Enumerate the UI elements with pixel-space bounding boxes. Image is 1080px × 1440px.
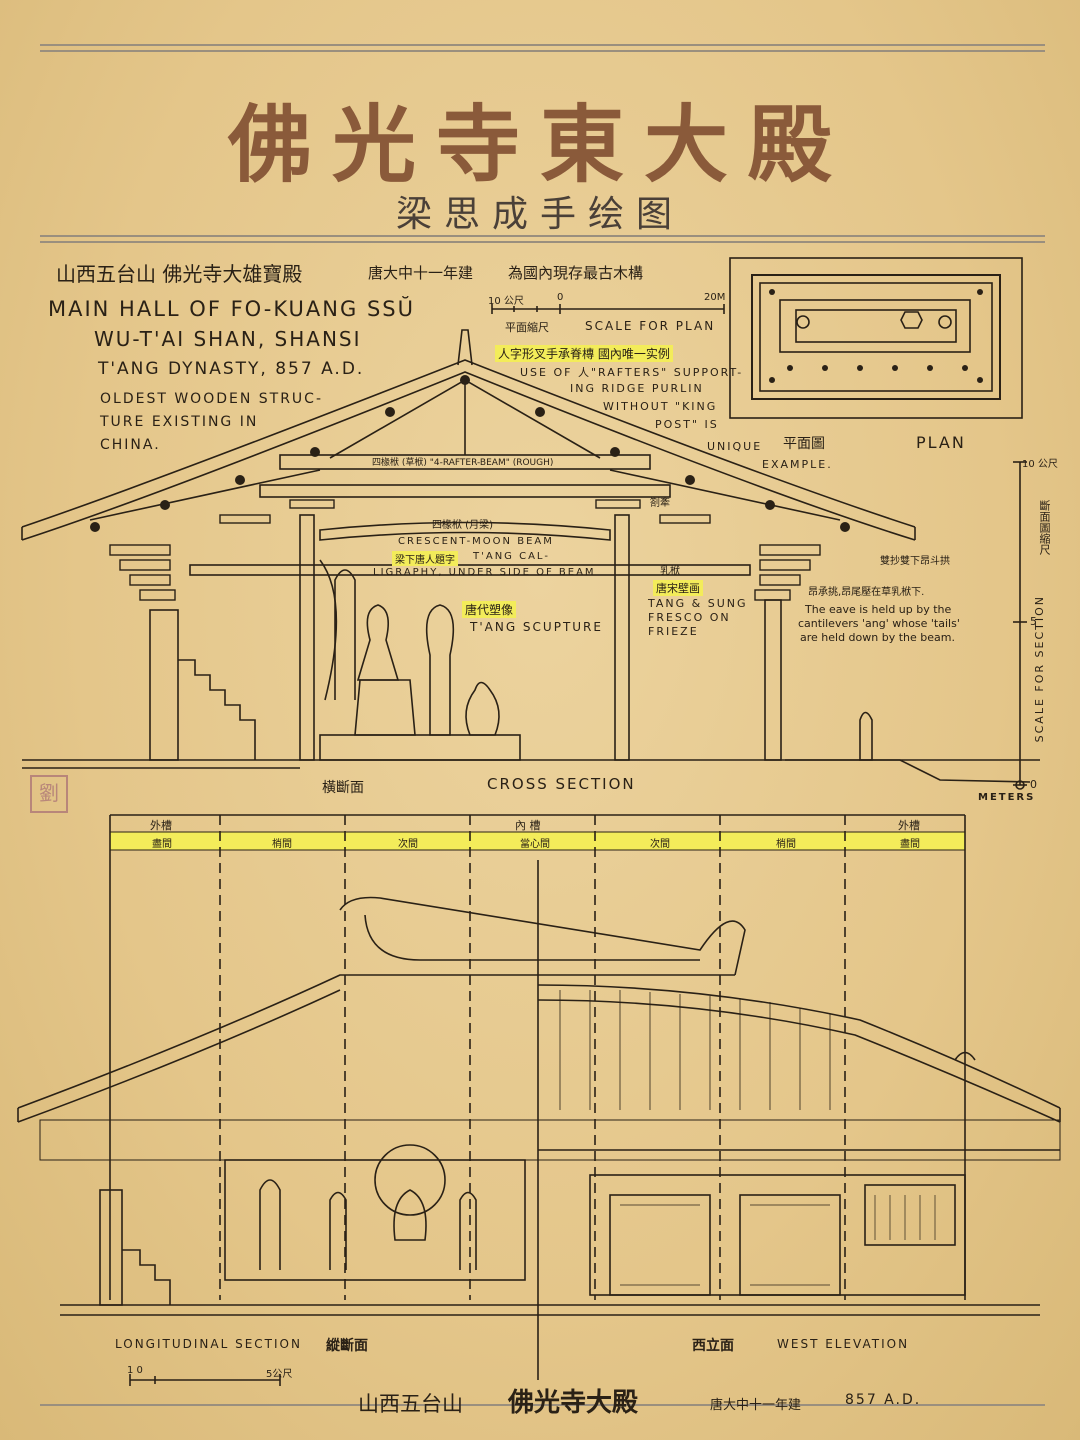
eave-en-2: cantilevers 'ang' whose 'tails': [798, 617, 960, 630]
beam-4-moon: 四椽栿 (月梁): [432, 520, 493, 531]
outer-bay-left: 外槽: [150, 819, 172, 832]
west-elevation-cn: 西立面: [692, 1338, 734, 1354]
en-title-3: T'ANG DYNASTY, 857 A.D.: [98, 359, 365, 379]
plan-scale-bar: [491, 304, 725, 314]
rafters-en-5: UNIQUE: [707, 440, 763, 453]
top-rule-2: [40, 50, 1045, 52]
plan-en: PLAN: [916, 433, 966, 452]
eave-en-1: The eave is held up by the: [805, 603, 952, 616]
footer-date-cn: 唐大中十一年建: [710, 1398, 802, 1413]
footer-name: 佛光寺大殿: [508, 1388, 639, 1418]
en-note-2: TURE EXISTING IN: [100, 414, 259, 430]
beam-turu: 劄牽: [650, 498, 670, 509]
eave-en-3: are held down by the beam.: [800, 631, 955, 644]
en-note-1: OLDEST WOODEN STRUC-: [100, 391, 324, 407]
footer-date-en: 857 A.D.: [845, 1392, 922, 1408]
long-scale-right: 5公尺: [266, 1369, 293, 1380]
plan-scale-right: 20M: [704, 292, 726, 303]
beam-ru: 乳栿: [660, 566, 680, 577]
cross-section-structure: [22, 514, 1040, 783]
crescent-cn: 梁下唐人題字: [392, 551, 458, 566]
inner-bay-label: 內 槽: [515, 819, 541, 832]
bay-label-5: 次間: [650, 839, 670, 850]
plan-drawing: [729, 257, 1023, 419]
meters-label: METERS: [978, 792, 1036, 803]
sculpture-cn: 唐代塑像: [462, 601, 517, 618]
section-scale-en: SCALE FOR SECTION: [1033, 595, 1046, 743]
plan-scale-cn: 平面縮尺: [505, 321, 549, 334]
cn-heading: 山西五台山 佛光寺大雄寶殿: [56, 262, 303, 286]
rafters-en-4: POST" IS: [655, 418, 719, 431]
plan-scale-zero: 0: [557, 292, 564, 303]
fresco-en-2: FRESCO ON: [648, 611, 731, 624]
rafters-en-6: EXAMPLE.: [762, 458, 833, 471]
bay-label-3: 次間: [398, 839, 418, 850]
west-elevation-en: WEST ELEVATION: [777, 1337, 910, 1351]
cn-oldest: 為國內現存最古木構: [508, 264, 644, 282]
bay-label-7: 盡間: [900, 839, 920, 850]
bay-label-1: 盡間: [152, 839, 172, 850]
page-subtitle: 梁思成手绘图: [395, 194, 684, 235]
rafters-en-1: USE OF 人"RAFTERS" SUPPORT-: [520, 366, 744, 379]
bay-label-4: 當心間: [520, 839, 550, 850]
cross-section-cn: 橫斷面: [322, 780, 364, 796]
outer-bay-right: 外槽: [898, 819, 920, 832]
title-rule: [40, 235, 1045, 237]
rafters-en-2: ING RIDGE PURLIN: [570, 382, 704, 395]
cn-date: 唐大中十一年建: [368, 264, 474, 282]
sculpture-en: T'ANG SCUPTURE: [470, 620, 603, 634]
longitudinal-scale-bar: [129, 1374, 281, 1386]
section-scale-mid: 5: [1030, 615, 1037, 628]
crescent-3: LIGRAPHY, UNDER SIDE OF BEAM: [373, 567, 596, 578]
bay-label-2: 梢間: [272, 839, 292, 850]
en-title-1: MAIN HALL OF FO-KUANG SSŬ: [48, 297, 415, 321]
section-scale-cn: 斷面圖縮尺: [1038, 500, 1051, 555]
longitudinal-section-en: LONGITUDINAL SECTION: [115, 1337, 302, 1351]
longitudinal-interior: [39, 1119, 1061, 1316]
beam-4-rafter: 四椽栿 (草栿) "4-RAFTER-BEAM" (ROUGH): [372, 458, 554, 468]
section-scale-bar: [1013, 461, 1027, 790]
fresco-cn: 唐宋壁画: [653, 580, 703, 596]
en-note-3: CHINA.: [100, 437, 161, 453]
footer-place: 山西五台山: [358, 1392, 463, 1416]
artist-seal: 劉: [30, 775, 68, 813]
bracket-cn: 雙抄雙下昂斗拱: [880, 556, 950, 567]
crescent-1: CRESCENT-MOON BEAM: [398, 536, 554, 547]
page-title: 佛光寺東大殿: [227, 95, 852, 194]
cross-section-en: CROSS SECTION: [487, 775, 636, 793]
fresco-en-3: FRIEZE: [648, 625, 699, 638]
plan-scale-en: SCALE FOR PLAN: [585, 319, 716, 333]
longitudinal-section-cn: 縱斷面: [326, 1338, 368, 1354]
rafters-cn: 人字形叉手承脊槫 國內唯一实例: [495, 345, 673, 362]
section-scale-bottom: 0: [1030, 778, 1037, 791]
plan-scale-left: 10 公尺: [488, 296, 524, 307]
plan-cn: 平面圖: [783, 436, 825, 452]
rafters-en-3: WITHOUT "KING: [603, 400, 718, 413]
crescent-2: T'ANG CAL-: [473, 551, 550, 562]
cross-section-roof: [21, 329, 916, 601]
top-rule: [40, 44, 1045, 46]
title-rule-2: [40, 241, 1045, 243]
bay-label-6: 梢間: [776, 839, 796, 850]
en-title-2: WU-T'AI SHAN, SHANSI: [94, 327, 362, 351]
eave-cn: 昂承挑,昂尾壓在草乳栿下.: [808, 587, 925, 598]
long-scale-left: 1 0: [127, 1365, 143, 1376]
fresco-en-1: TANG & SUNG: [648, 597, 748, 610]
longitudinal-grid: [109, 814, 966, 1380]
longitudinal-roof: [17, 896, 1061, 1123]
section-scale-top: 10 公尺: [1022, 459, 1058, 470]
